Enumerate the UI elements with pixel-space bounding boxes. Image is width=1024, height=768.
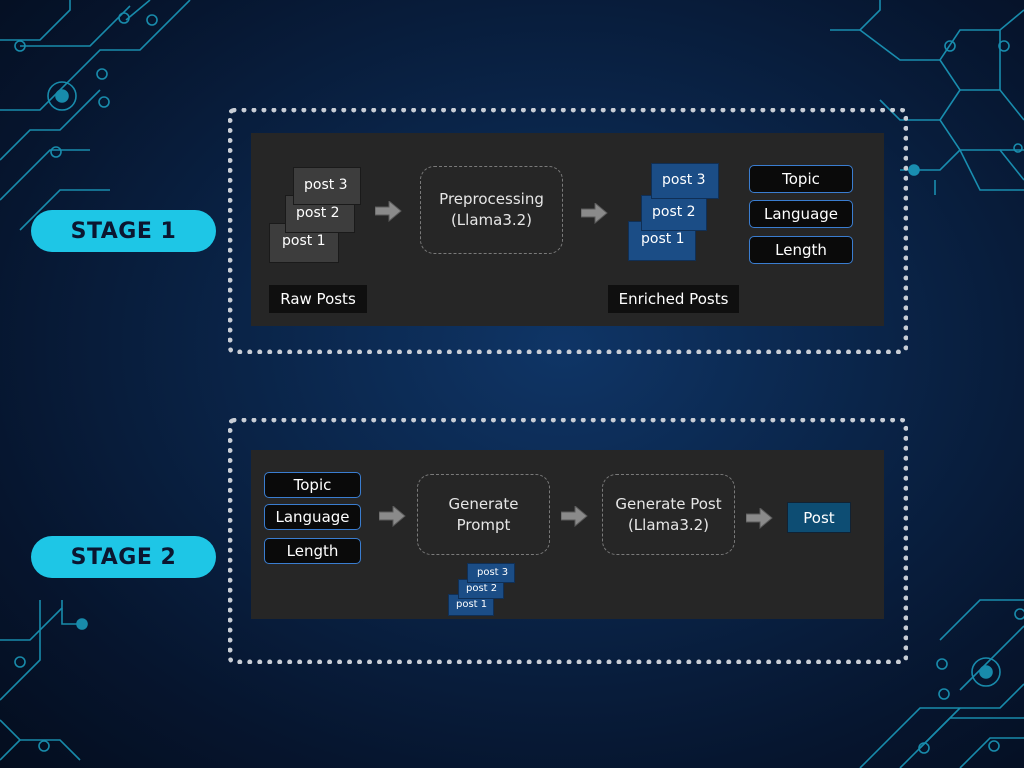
- preprocessing-step: Preprocessing (Llama3.2): [420, 166, 563, 254]
- stage-2-panel: Topic Language Length Generate Prompt po…: [251, 450, 884, 619]
- tag-topic: Topic: [749, 165, 853, 193]
- generate-post-line2: (Llama3.2): [627, 515, 710, 534]
- raw-post-3: post 3: [293, 167, 361, 205]
- generate-prompt-line2: Prompt: [456, 515, 511, 534]
- arrow-right-icon: [379, 506, 406, 527]
- arrow-right-icon: [375, 201, 402, 222]
- enriched-post-2: post 2: [641, 195, 707, 231]
- tag-language: Language: [264, 504, 361, 530]
- stage-1-frame: [228, 108, 908, 354]
- preprocessing-model: (Llama3.2): [450, 211, 533, 229]
- preprocessing-title: Preprocessing: [439, 190, 544, 208]
- generate-prompt-step: Generate Prompt: [417, 474, 550, 555]
- arrow-right-icon: [581, 203, 608, 224]
- example-post-2: post 2: [458, 579, 504, 599]
- stage-1-panel: post 1 post 2 post 3 Raw Posts Preproces…: [251, 133, 884, 326]
- output-post: Post: [787, 502, 851, 533]
- stage-2-label: STAGE 2: [31, 536, 216, 578]
- raw-posts-label: Raw Posts: [269, 285, 367, 313]
- arrow-right-icon: [561, 506, 588, 527]
- stage-1-label: STAGE 1: [31, 210, 216, 252]
- generate-prompt-line1: Generate: [448, 494, 519, 513]
- stage-2-frame: [228, 418, 908, 664]
- tag-length: Length: [264, 538, 361, 564]
- tag-topic: Topic: [264, 472, 361, 498]
- generate-post-step: Generate Post (Llama3.2): [602, 474, 735, 555]
- enriched-posts-label: Enriched Posts: [608, 285, 739, 313]
- arrow-right-icon: [746, 508, 773, 529]
- example-post-3: post 3: [467, 563, 515, 583]
- generate-post-line1: Generate Post: [615, 494, 722, 513]
- tag-language: Language: [749, 200, 853, 228]
- tag-length: Length: [749, 236, 853, 264]
- enriched-post-3: post 3: [651, 163, 719, 199]
